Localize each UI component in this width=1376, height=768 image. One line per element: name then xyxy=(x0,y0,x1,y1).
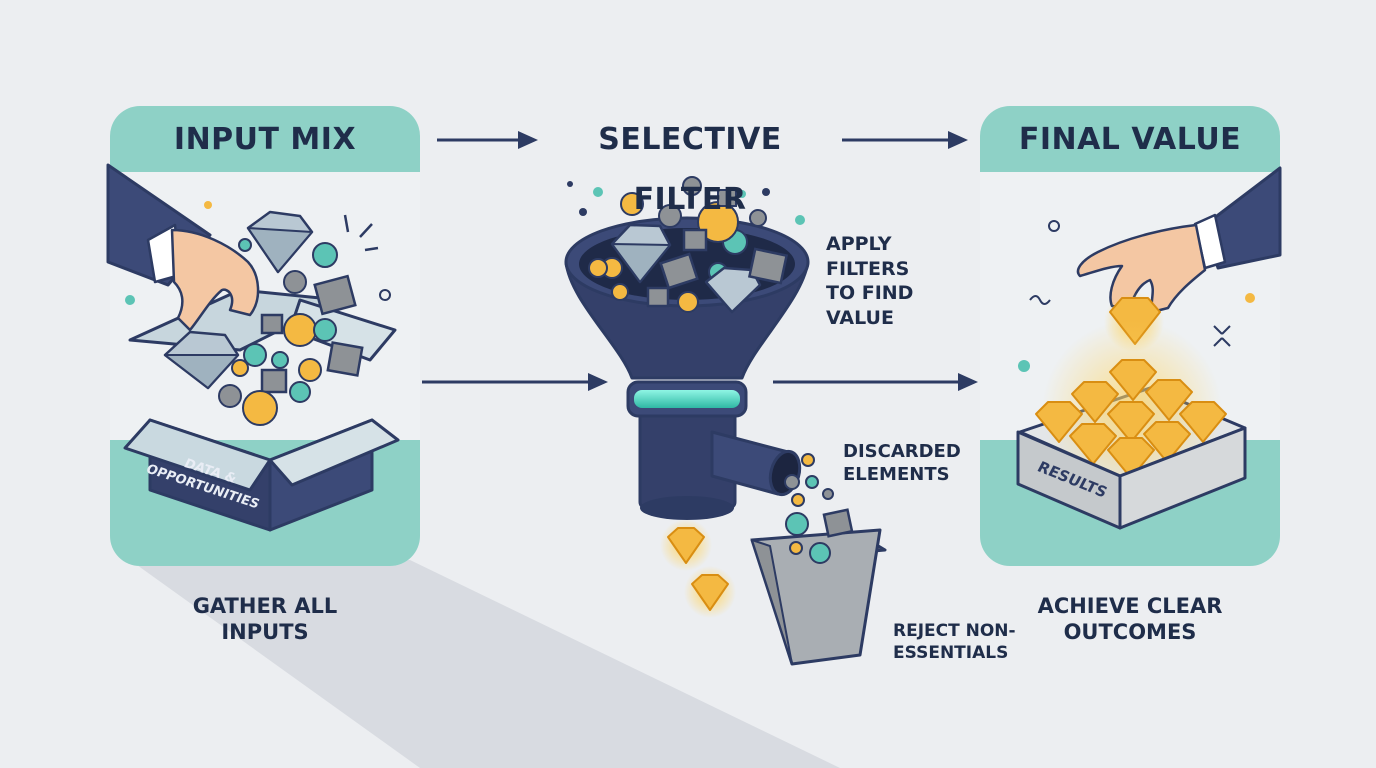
caption-line: INPUTS xyxy=(221,619,309,644)
note-line: FILTERS xyxy=(826,257,910,280)
falling-gems xyxy=(660,519,736,618)
caption-line: GATHER ALL xyxy=(192,594,338,618)
cast-shadow xyxy=(130,560,840,768)
input-mix-title: INPUT MIX xyxy=(173,122,357,157)
discarded-elements-note: DISCARDED ELEMENTS xyxy=(843,440,961,487)
input-mix-caption: GATHER ALL INPUTS xyxy=(110,594,420,645)
filter-funnel xyxy=(564,176,810,520)
note-line: TO FIND xyxy=(826,282,914,305)
note-line: VALUE xyxy=(826,307,894,330)
note-line: APPLY xyxy=(826,233,892,255)
left-hand xyxy=(106,163,260,332)
results-tray xyxy=(1016,220,1255,530)
discarded-items xyxy=(784,453,834,507)
final-value-title: FINAL VALUE xyxy=(1018,122,1242,157)
caption-line: OUTCOMES xyxy=(1063,619,1197,644)
input-box xyxy=(123,201,400,532)
final-value-caption: ACHIEVE CLEAR OUTCOMES xyxy=(980,594,1280,645)
reject-note: REJECT NON- ESSENTIALS xyxy=(893,620,1016,664)
note-line: ESSENTIALS xyxy=(893,643,1009,664)
flow-arrows xyxy=(422,131,978,391)
note-line: ELEMENTS xyxy=(843,464,950,486)
caption-line: ACHIEVE CLEAR xyxy=(1037,594,1223,618)
apply-filters-note: APPLY FILTERS TO FIND VALUE xyxy=(826,232,913,331)
note-line: REJECT NON- xyxy=(893,621,1016,641)
trash-bin xyxy=(750,508,887,666)
note-line: DISCARDED xyxy=(843,441,961,462)
right-hand xyxy=(1076,166,1282,352)
selective-filter-title: SELECTIVE FILTER xyxy=(598,122,782,217)
